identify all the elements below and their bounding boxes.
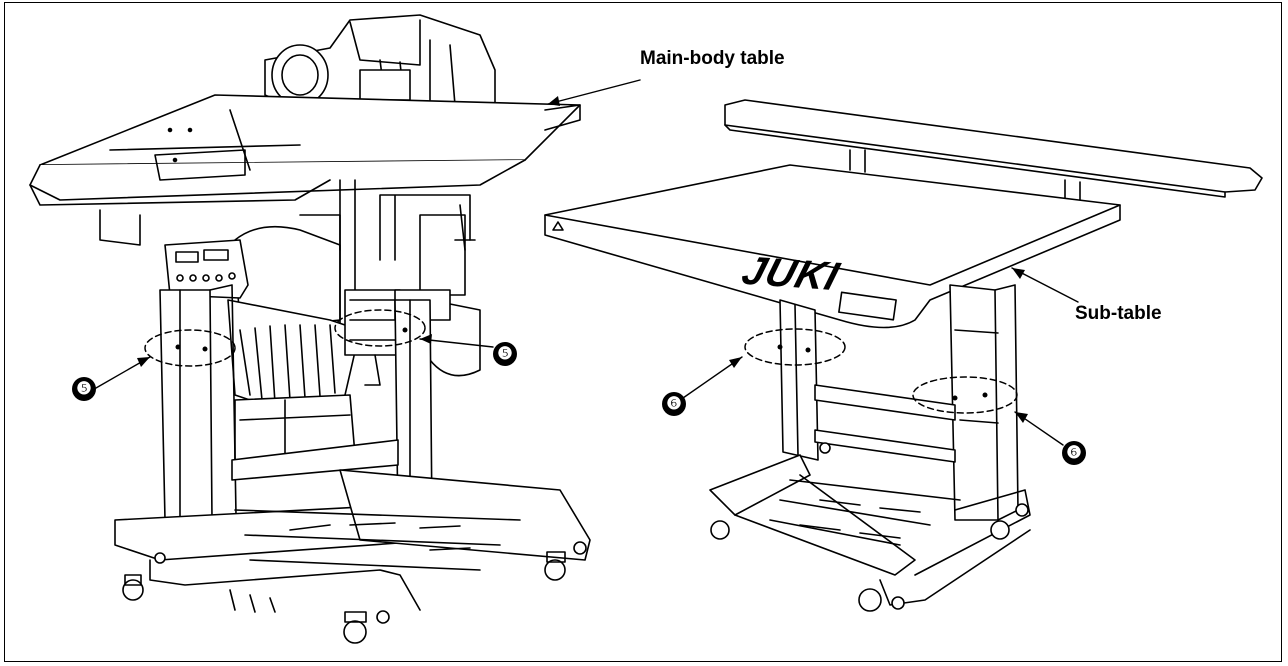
leader-left-b	[419, 338, 494, 348]
main-body-table-drawing	[29, 14, 591, 644]
sub-table-drawing	[544, 99, 1263, 612]
callout-right-a: ❻	[662, 392, 686, 416]
casters-left	[122, 541, 587, 644]
callout-left-a: ❺	[72, 377, 96, 401]
juki-logo: JUKI	[737, 249, 845, 299]
dashed-ellipse-right-a	[744, 328, 846, 366]
figure-frame	[4, 2, 1282, 662]
extension-board	[724, 99, 1263, 193]
bolt-highlights	[144, 309, 1018, 414]
leader-main-body-table	[547, 79, 641, 105]
label-main-body-table: Main-body table	[640, 48, 785, 69]
callout-right-b: ❻	[1062, 441, 1086, 465]
dashed-ellipse-left-b	[334, 309, 426, 347]
callout-left-b: ❺	[493, 342, 517, 366]
casters-right	[710, 442, 1029, 612]
label-sub-table: Sub-table	[1075, 303, 1162, 324]
main-table-top	[39, 94, 581, 166]
arrowheads	[137, 96, 1028, 423]
sub-table-leg	[949, 284, 999, 521]
leader-sub-table	[1011, 267, 1079, 303]
left-leg-front	[159, 289, 213, 521]
dashed-ellipse-right-b	[912, 376, 1018, 414]
dashed-ellipse-left-a	[144, 329, 236, 367]
operation-panel	[164, 239, 249, 299]
